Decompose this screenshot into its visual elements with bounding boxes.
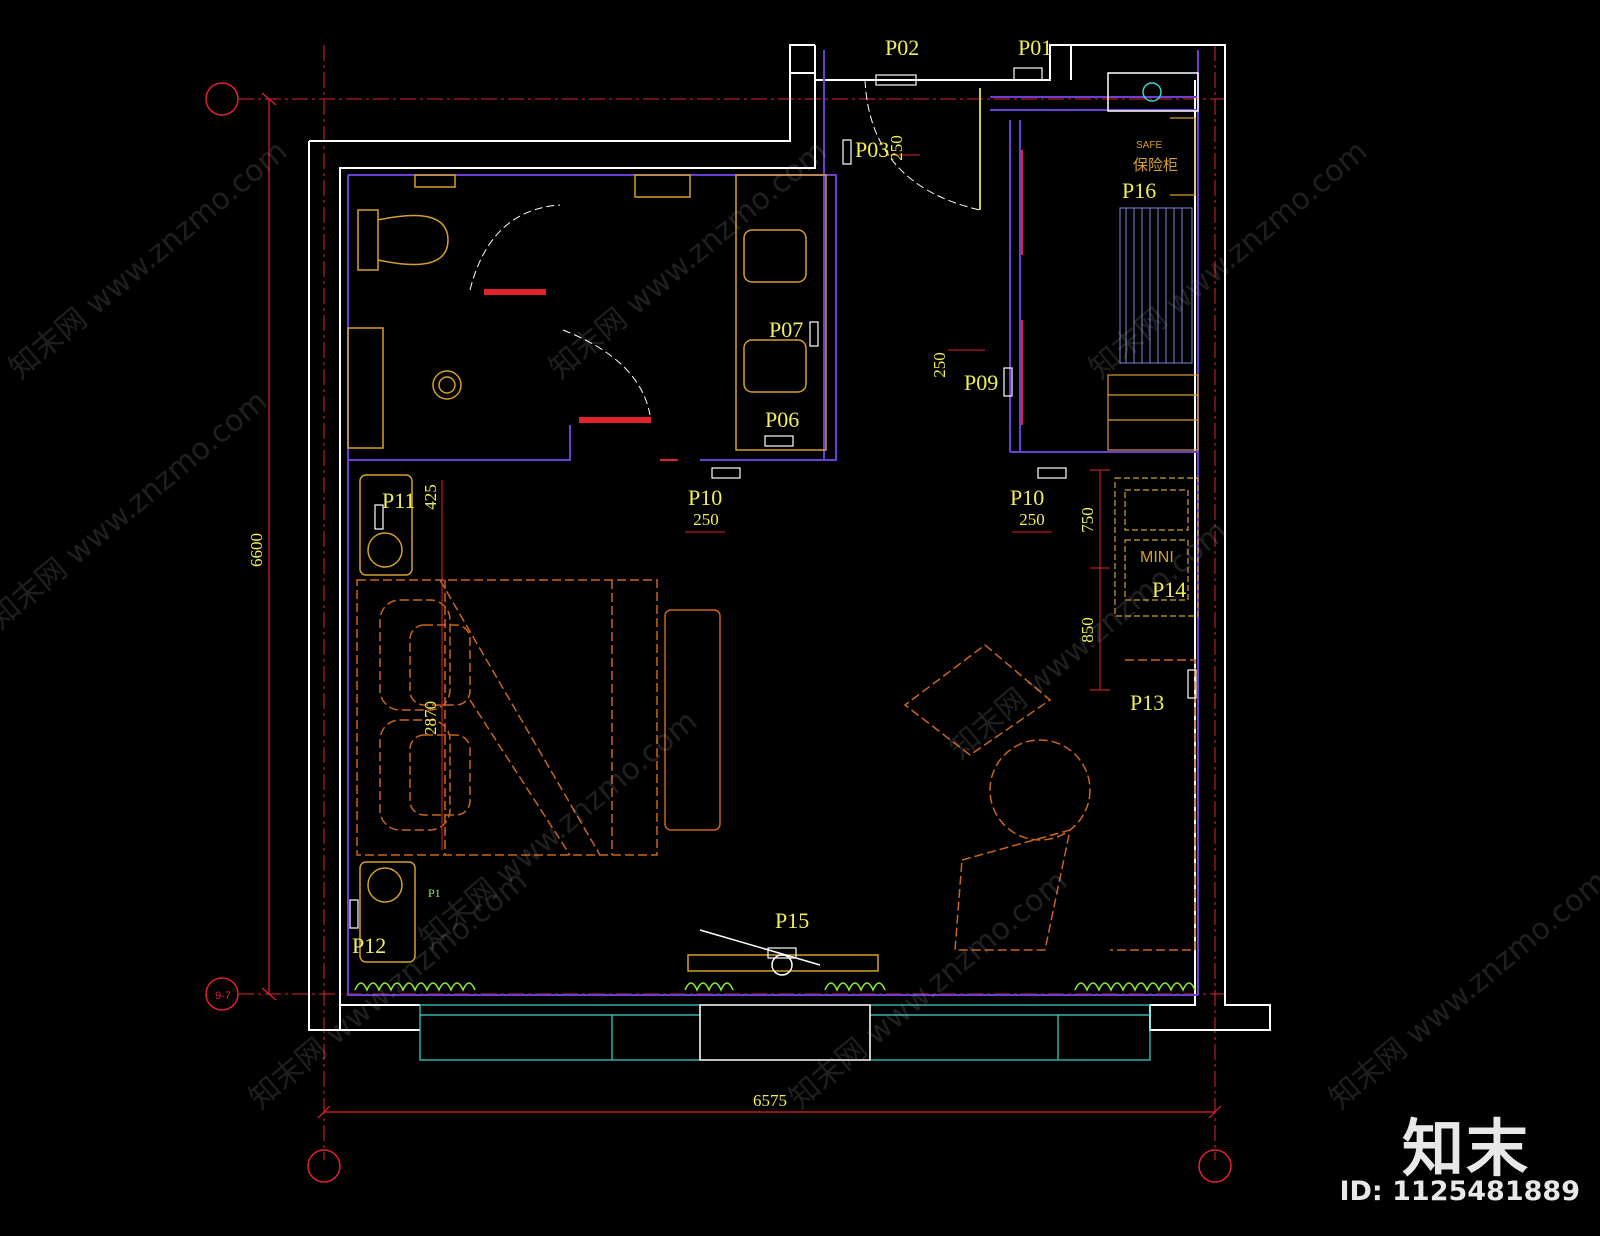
- point-p16: P16: [1122, 178, 1156, 203]
- brand-id: ID: 1125481889: [1339, 1176, 1580, 1207]
- point-p11: P11: [382, 488, 415, 513]
- minibar-label: MINI: [1140, 549, 1174, 566]
- dim-250-p03: 250: [887, 135, 906, 161]
- point-p03: P03: [855, 137, 889, 162]
- nightstands: [359, 474, 416, 963]
- point-p09: P09: [964, 370, 998, 395]
- overall-height-dimension: 6600: [247, 533, 266, 567]
- dim-2870: 2870: [421, 701, 440, 735]
- svg-text:知末网 www.znzmo.com: 知末网 www.znzmo.com: [1323, 864, 1600, 1116]
- point-p07: P07: [769, 317, 803, 342]
- wardrobe-shelves: [1107, 117, 1199, 451]
- toilet: [357, 209, 449, 271]
- bathroom-doors: [469, 79, 981, 416]
- overall-width-dimension: 6575: [753, 1091, 787, 1110]
- column-box: [1107, 72, 1199, 112]
- wardrobe: [1119, 207, 1193, 364]
- bench: [664, 609, 721, 831]
- point-p12: P12: [352, 933, 386, 958]
- overall-dimension-lines: [261, 92, 1222, 1119]
- bathroom-fixtures: [347, 174, 827, 451]
- point-p10-right: P10: [1010, 485, 1044, 510]
- point-p13: P13: [1130, 690, 1164, 715]
- svg-text:知末网 www.znzmo.com: 知末网 www.znzmo.com: [3, 134, 294, 386]
- point-p02: P02: [885, 35, 919, 60]
- point-p14: P14: [1152, 577, 1186, 602]
- tv-swing-line: [699, 929, 821, 966]
- minibar-cabinet: [1114, 477, 1199, 617]
- dim-250-p10-right: 250: [1019, 510, 1045, 529]
- svg-text:知末网 www.znzmo.com: 知末网 www.znzmo.com: [0, 384, 274, 636]
- svg-text:知末网 www.znzmo.com: 知末网 www.znzmo.com: [943, 514, 1234, 766]
- outer-walls: [308, 44, 1271, 1031]
- outlet-markers: [349, 67, 1197, 959]
- sink-upper: [743, 229, 807, 283]
- curtains: [354, 982, 1196, 992]
- local-dimension-lines: [441, 154, 1110, 850]
- svg-text:知末网 www.znzmo.com: 知末网 www.znzmo.com: [783, 864, 1074, 1116]
- dim-425: 425: [421, 484, 440, 510]
- bed: [356, 579, 658, 856]
- safe-label-cn: 保险柜: [1133, 156, 1178, 174]
- point-p15: P15: [775, 908, 809, 933]
- riser-symbol: [1142, 82, 1162, 102]
- vanity: [735, 174, 827, 451]
- tv-pivot: [771, 954, 793, 976]
- brand-logo: 知末: [1402, 1112, 1531, 1185]
- axis-bubbles: [205, 82, 1232, 1183]
- dim-250-p09: 250: [930, 352, 949, 378]
- windows: [419, 1004, 1151, 1061]
- sink-lower: [743, 339, 807, 393]
- svg-text:知末网 www.znzmo.com: 知末网 www.znzmo.com: [543, 134, 834, 386]
- dim-750: 750: [1078, 507, 1097, 533]
- window-frames: [699, 1004, 871, 1061]
- dim-250-p10-left: 250: [693, 510, 719, 529]
- safe-label: SAFE: [1136, 140, 1162, 151]
- point-p10-left: P10: [688, 485, 722, 510]
- floor-drain: [432, 370, 462, 400]
- point-p1-label: P1: [428, 886, 441, 900]
- lounge-furniture: [903, 644, 1196, 951]
- door-leaves: [484, 289, 678, 461]
- dim-850: 850: [1078, 617, 1097, 643]
- point-p06: P06: [765, 407, 799, 432]
- axis-label: 9-7: [215, 990, 231, 1002]
- point-p01: P01: [1018, 35, 1052, 60]
